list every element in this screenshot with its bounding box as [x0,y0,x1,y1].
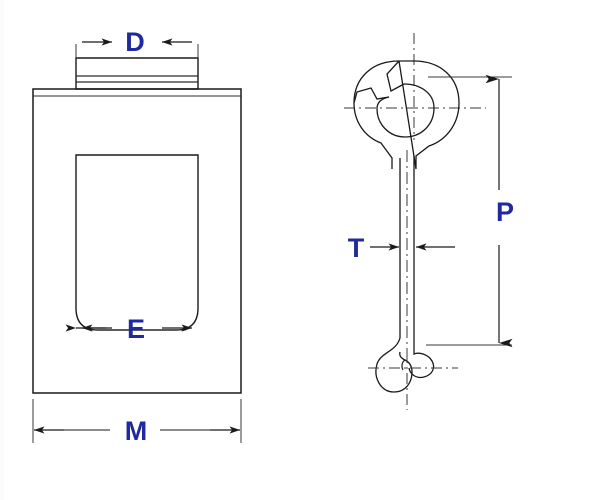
front-section-view [32,38,242,443]
dimension-label-P: P [496,197,514,227]
internal-cavity-outline [75,154,199,331]
left-edge-margin [0,0,4,500]
dimension-label-D: D [125,27,145,57]
lower-eye-outline [375,337,435,393]
dimension-label-E: E [127,314,145,344]
upper-eye-outline [353,60,460,170]
side-profile-view [344,33,513,410]
clip-shank [399,150,415,352]
dimension-M [32,399,242,443]
dimension-P [426,74,513,348]
dimension-label-T: T [348,233,365,263]
body-outer-outline [32,88,242,394]
dimension-D [75,38,199,58]
dimension-label-M: M [125,416,148,446]
